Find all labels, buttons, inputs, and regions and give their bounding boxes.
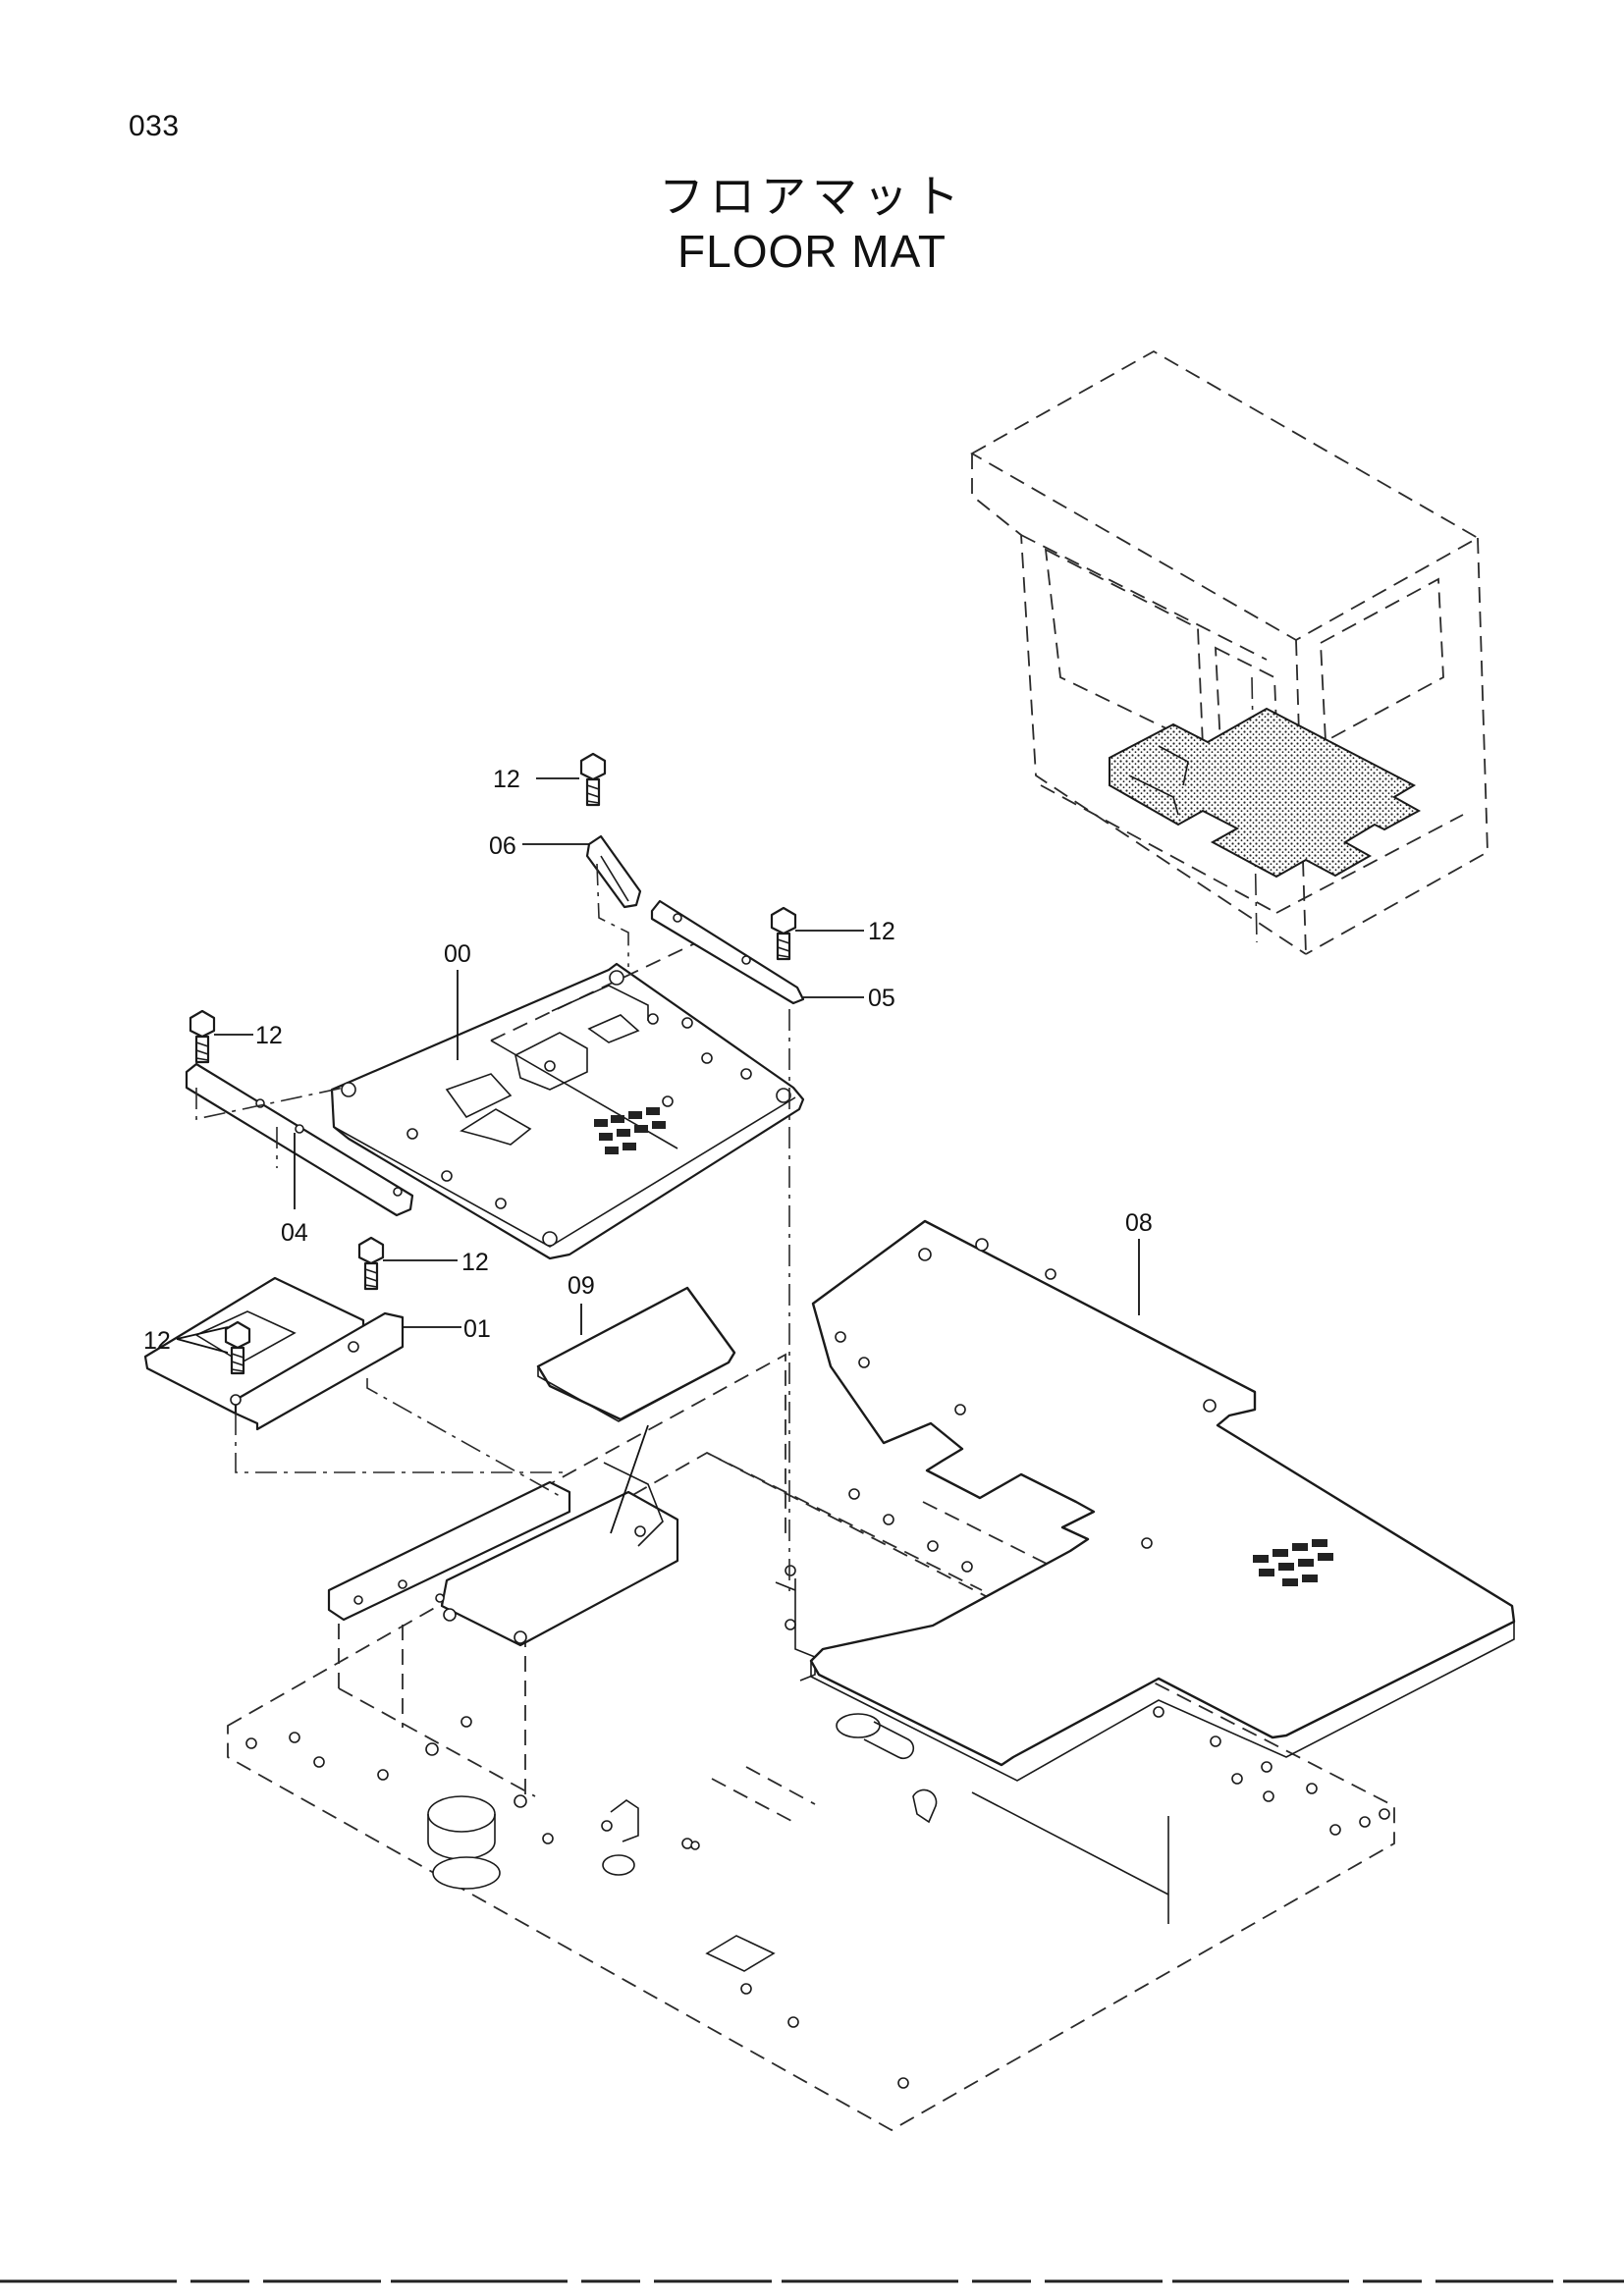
bolt-12-left xyxy=(189,1009,216,1064)
bolt-12-top xyxy=(579,752,607,807)
footer-rule xyxy=(0,2279,1624,2283)
bolt-12-lower-left xyxy=(224,1320,251,1375)
brand-logo-mat xyxy=(1253,1539,1333,1586)
part-01-bracket xyxy=(143,1276,569,1497)
callout-08: 08 xyxy=(1125,1209,1153,1237)
part-08-floor-mat xyxy=(809,1219,1516,1782)
brand-logo-plate xyxy=(594,1107,666,1154)
page-number: 033 xyxy=(129,110,180,142)
callout-05: 05 xyxy=(868,985,895,1012)
title-english: FLOOR MAT xyxy=(677,226,947,277)
console-box xyxy=(327,1462,816,1682)
callout-12-lower-left: 12 xyxy=(143,1327,171,1355)
cab-floor-mat-thumbnail xyxy=(1109,707,1422,879)
bolt-12-right xyxy=(770,906,797,961)
callout-04: 04 xyxy=(281,1219,308,1247)
callout-09: 09 xyxy=(568,1272,595,1300)
callout-12-left: 12 xyxy=(255,1022,283,1049)
part-00-floor-plate xyxy=(330,941,805,1260)
callout-06: 06 xyxy=(489,832,516,860)
callout-01: 01 xyxy=(463,1315,491,1343)
part-04-rail xyxy=(185,1062,414,1217)
title-japanese: フロアマット xyxy=(659,170,965,223)
callout-12-right: 12 xyxy=(868,918,895,945)
bolt-12-mid xyxy=(357,1236,385,1291)
part-09-mat xyxy=(536,1286,736,1534)
part-06-strip xyxy=(585,834,642,967)
callout-12-top: 12 xyxy=(493,766,520,793)
callout-12-mid: 12 xyxy=(461,1249,489,1276)
cab-inset xyxy=(970,349,1489,955)
title-block: フロアマット FLOOR MAT xyxy=(0,169,1624,279)
part-05-rail xyxy=(650,899,805,1592)
base-floor-frame xyxy=(227,1353,1395,2132)
callout-00: 00 xyxy=(444,940,471,968)
